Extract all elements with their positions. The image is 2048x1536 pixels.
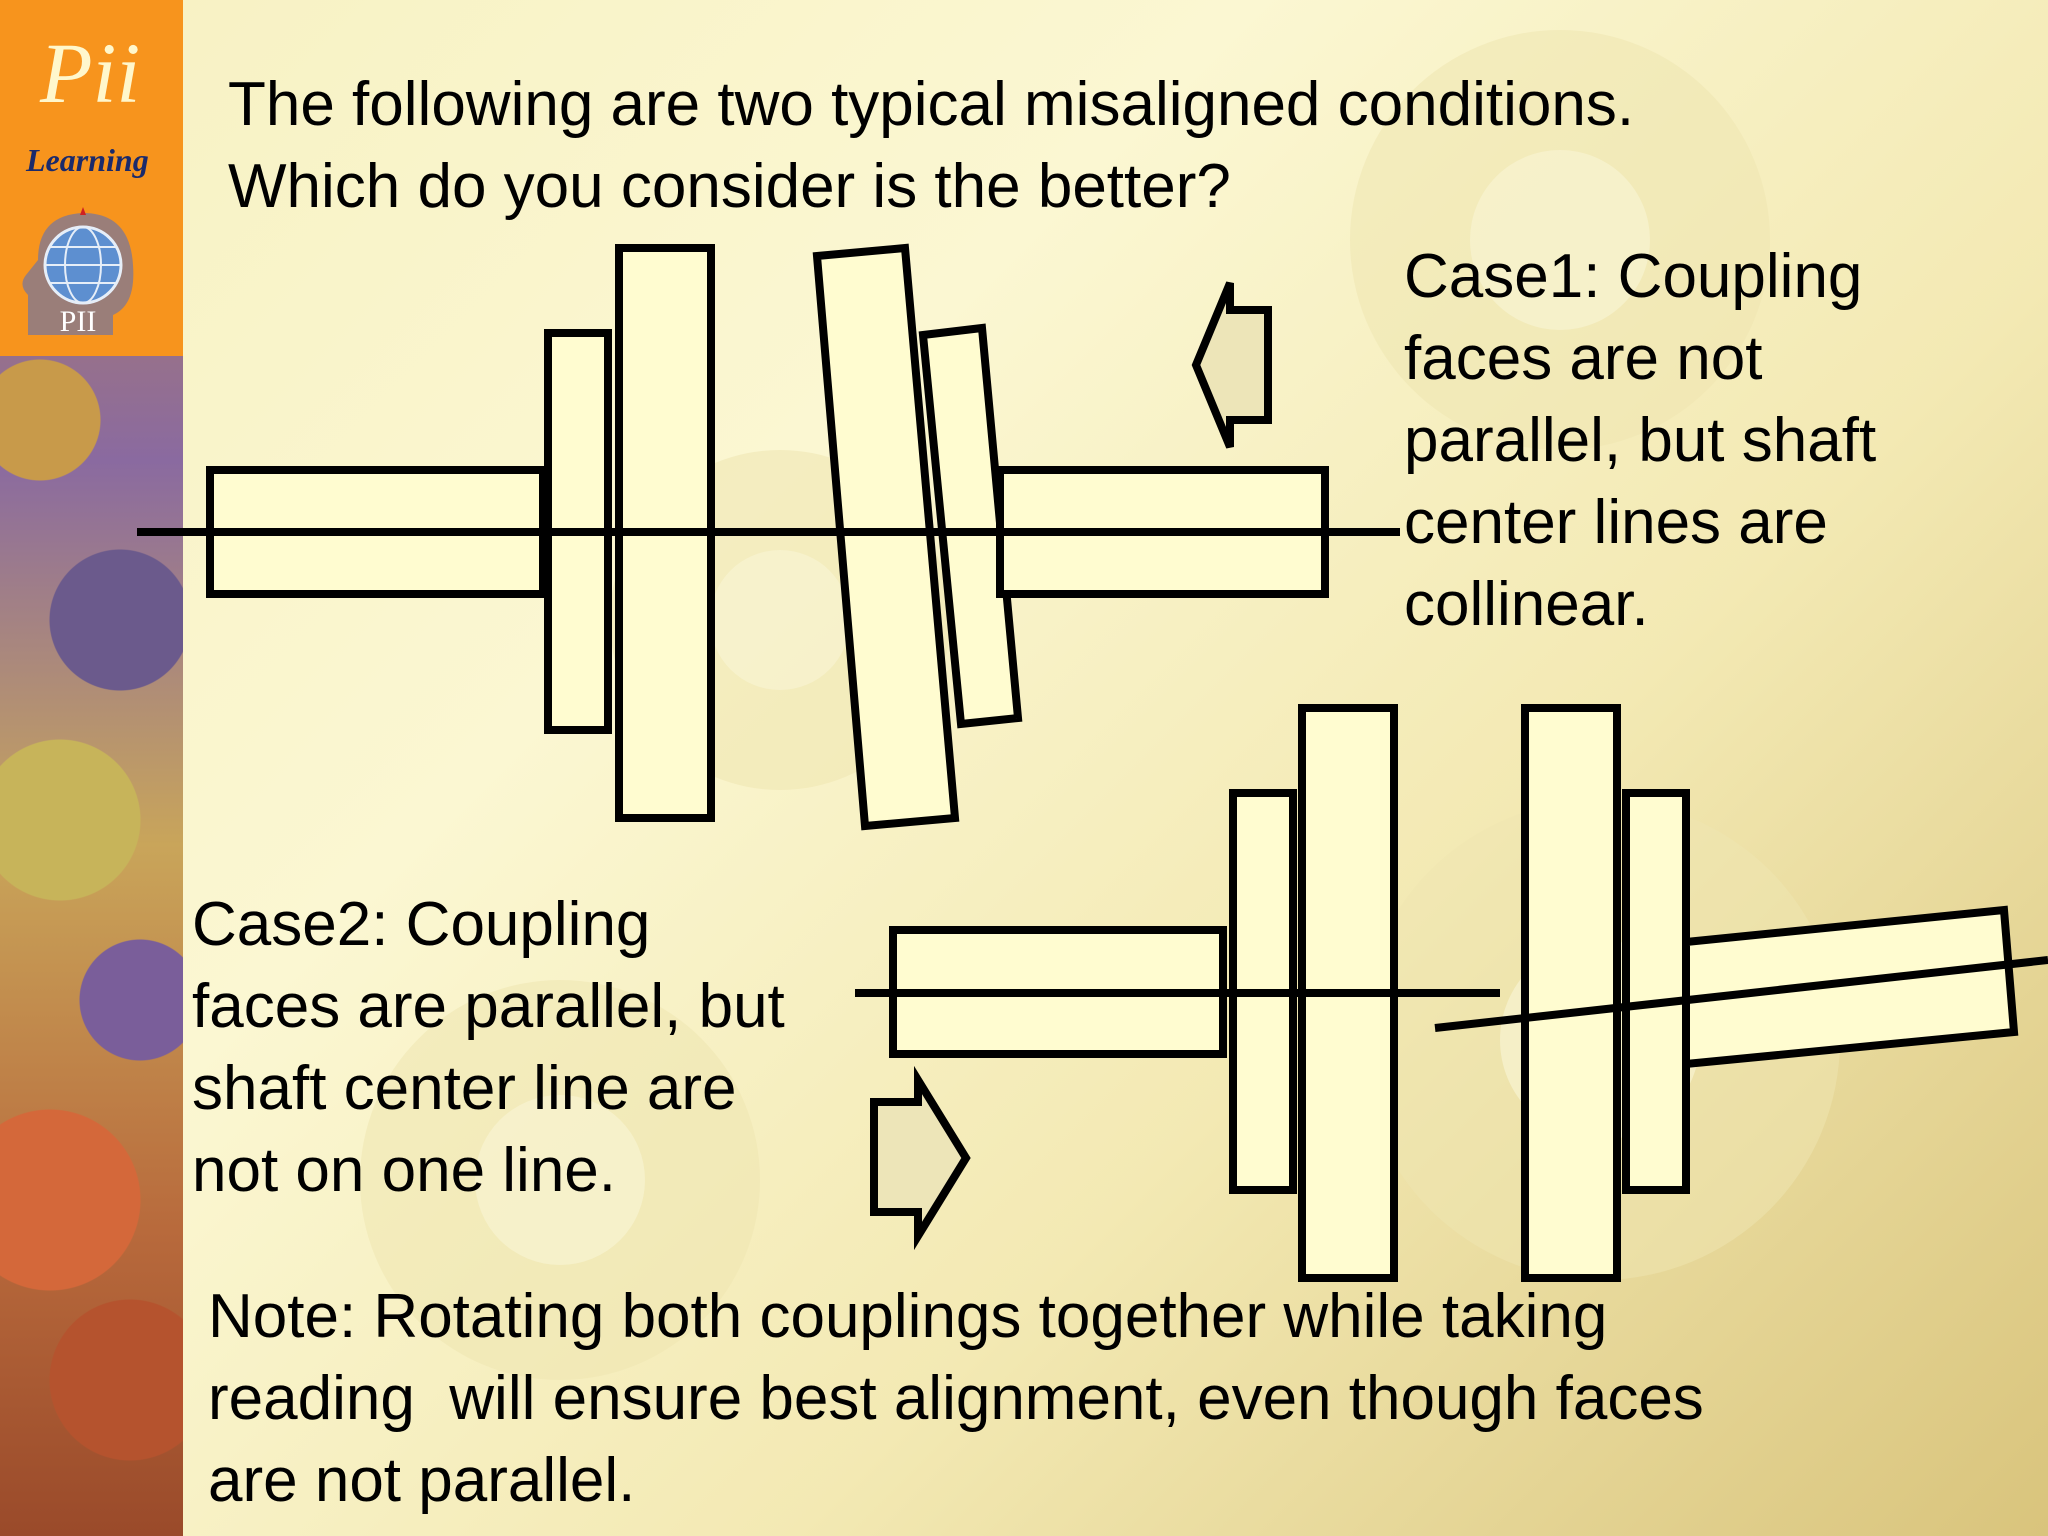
logo-brand: Pii [40, 25, 141, 121]
case2-arrow-right-icon [870, 1065, 971, 1251]
case2-line-4: not on one line. [192, 1136, 617, 1205]
note-line-2: reading will ensure best alignment, even… [208, 1364, 1704, 1433]
case1-right-hub [918, 323, 1023, 729]
case2-right-hub [1622, 789, 1690, 1194]
case2-line-2: faces are parallel, but [192, 972, 785, 1041]
case2-description: Case2: Coupling faces are parallel, but … [192, 884, 785, 1212]
case1-line-2: faces are not [1404, 324, 1763, 393]
case1-arrow-left-icon [1191, 281, 1272, 449]
case1-line-4: center lines are [1404, 488, 1828, 557]
title-line-2: Which do you consider is the better? [228, 152, 1231, 221]
svg-text:PII: PII [60, 305, 97, 338]
case2-right-coupling-face [1521, 704, 1621, 1282]
case1-line-3: parallel, but shaft [1404, 406, 1877, 475]
globe-head-icon: PII [22, 207, 134, 338]
title-line-1: The following are two typical misaligned… [228, 70, 1635, 139]
logo-tagline: Learning [26, 142, 149, 178]
case1-description: Case1: Coupling faces are not parallel, … [1404, 236, 1876, 646]
note-line-3: are not parallel. [208, 1446, 636, 1515]
case1-line-1: Case1: Coupling [1404, 242, 1863, 311]
case2-line-3: shaft center line are [192, 1054, 737, 1123]
logo: Pii Learning PII [0, 0, 183, 356]
case1-line-5: collinear. [1404, 570, 1649, 639]
case2-line-1: Case2: Coupling [192, 890, 651, 959]
page-title: The following are two typical misaligned… [228, 64, 1634, 228]
case2-right-shaft [1682, 905, 2019, 1069]
note-line-1: Note: Rotating both couplings together w… [208, 1282, 1608, 1351]
case1-right-coupling-face [812, 243, 960, 831]
case2-right-center-line [1434, 956, 2048, 1032]
note: Note: Rotating both couplings together w… [208, 1276, 1704, 1522]
